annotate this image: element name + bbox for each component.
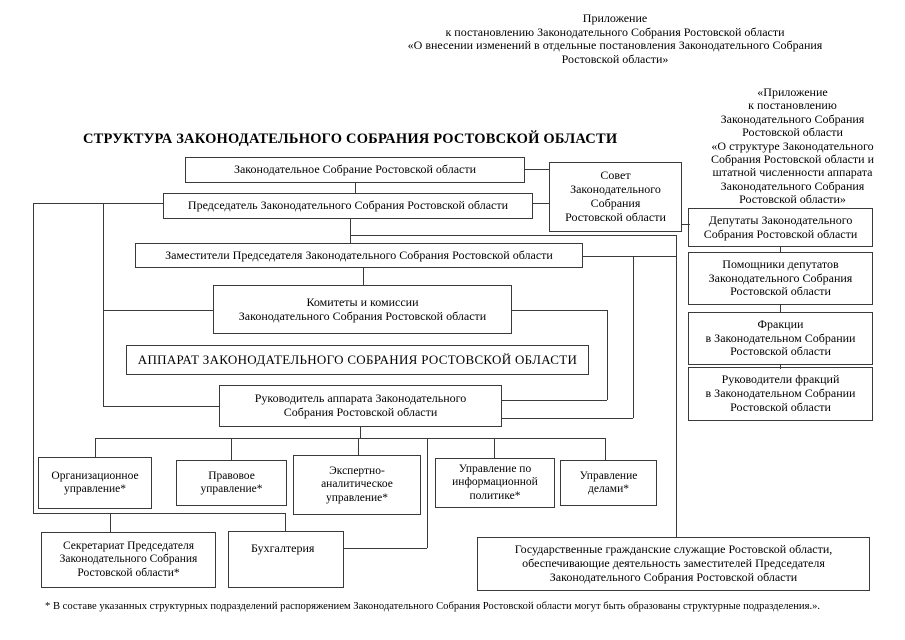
connector-line xyxy=(355,183,356,193)
node-affairs-department: Управление делами* xyxy=(560,460,657,506)
node-label: Фракции в Законодательном Собрании Росто… xyxy=(705,316,856,359)
connector-line xyxy=(103,203,104,407)
connector-line xyxy=(350,235,676,236)
node-label: Депутаты Законодательного Собрания Росто… xyxy=(703,212,858,241)
node-label: Помощники депутатов Законодательного Соб… xyxy=(708,256,853,299)
node-chairman: Председатель Законодательного Собрания Р… xyxy=(163,193,533,219)
node-deputies: Депутаты Законодательного Собрания Росто… xyxy=(688,208,873,247)
node-secretariat: Секретариат Председателя Законодательног… xyxy=(41,532,216,588)
connector-line xyxy=(780,365,781,369)
node-info-department: Управление по информационной политике* xyxy=(435,458,555,508)
node-label: Бухгалтерия xyxy=(251,541,315,555)
footnote: * В составе указанных структурных подраз… xyxy=(45,601,821,612)
connector-line xyxy=(502,400,607,401)
connector-line xyxy=(682,224,690,225)
node-legal-department: Правовое управление* xyxy=(176,460,287,506)
connector-line xyxy=(344,548,427,549)
connector-line xyxy=(512,310,607,311)
page-title: СТРУКТУРА ЗАКОНОДАТЕЛЬНОГО СОБРАНИЯ РОСТ… xyxy=(83,131,618,147)
connector-line xyxy=(95,438,96,457)
connector-line xyxy=(103,406,219,407)
node-label: АППАРАТ ЗАКОНОДАТЕЛЬНОГО СОБРАНИЯ РОСТОВ… xyxy=(137,352,578,368)
connector-line xyxy=(780,305,781,312)
node-label: Организационное управление* xyxy=(51,469,139,495)
connector-line xyxy=(633,256,634,418)
connector-line xyxy=(360,427,361,438)
connector-line xyxy=(607,310,608,400)
node-label: Совет Законодательного Собрания Ростовск… xyxy=(565,168,666,224)
connector-line xyxy=(363,268,364,285)
node-legislative-assembly: Законодательное Собрание Ростовской обла… xyxy=(185,157,525,183)
node-deputies-chairman: Заместители Председателя Законодательног… xyxy=(135,243,583,268)
node-label: Управление делами* xyxy=(579,469,638,495)
connector-line xyxy=(33,513,285,514)
connector-line xyxy=(350,219,351,243)
node-label: Секретариат Председателя Законодательног… xyxy=(59,540,198,579)
node-assistants: Помощники депутатов Законодательного Соб… xyxy=(688,252,873,305)
document-header: Приложение к постановлению Законодательн… xyxy=(407,11,823,66)
node-fraction-heads: Руководители фракций в Законодательном С… xyxy=(688,367,873,421)
node-label: Правовое управление* xyxy=(200,469,263,495)
connector-line xyxy=(605,438,606,460)
connector-line xyxy=(358,438,359,455)
connector-line xyxy=(525,169,549,170)
node-label: Руководитель аппарата Законодательного С… xyxy=(254,391,467,419)
node-accounting: Бухгалтерия xyxy=(228,531,344,588)
node-apparatus: АППАРАТ ЗАКОНОДАТЕЛЬНОГО СОБРАНИЯ РОСТОВ… xyxy=(126,345,589,375)
connector-line xyxy=(110,513,111,532)
node-council: Совет Законодательного Собрания Ростовск… xyxy=(549,162,682,232)
connector-line xyxy=(676,235,677,537)
node-civil-servants: Государственные гражданские служащие Рос… xyxy=(477,537,870,591)
node-expert-department: Экспертно- аналитическое управление* xyxy=(293,455,421,515)
connector-line xyxy=(285,513,286,531)
connector-line xyxy=(231,438,232,460)
node-label: Комитеты и комиссии Законодательного Соб… xyxy=(238,294,487,323)
connector-line xyxy=(427,438,428,548)
node-label: Руководители фракций в Законодательном С… xyxy=(705,372,856,414)
node-label: Экспертно- аналитическое управление* xyxy=(321,465,393,504)
connector-line xyxy=(502,418,633,419)
connector-line xyxy=(780,247,781,252)
node-label: Законодательное Собрание Ростовской обла… xyxy=(233,162,477,177)
connector-line xyxy=(494,438,495,458)
connector-line xyxy=(33,203,163,204)
node-org-department: Организационное управление* xyxy=(38,457,152,509)
node-label: Председатель Законодательного Собрания Р… xyxy=(187,198,509,213)
node-apparatus-head: Руководитель аппарата Законодательного С… xyxy=(219,385,502,427)
node-label: Государственные гражданские служащие Рос… xyxy=(514,542,833,584)
connector-line xyxy=(533,203,549,204)
node-label: Заместители Председателя Законодательног… xyxy=(165,247,553,262)
connector-line xyxy=(583,256,676,257)
connector-line xyxy=(103,310,213,311)
connector-line xyxy=(95,438,605,439)
node-committees: Комитеты и комиссии Законодательного Соб… xyxy=(213,285,512,334)
side-annotation: «Приложение к постановлению Законодатель… xyxy=(711,85,874,207)
node-fractions: Фракции в Законодательном Собрании Росто… xyxy=(688,312,873,365)
node-label: Управление по информационной политике* xyxy=(452,463,538,502)
connector-line xyxy=(33,203,34,514)
